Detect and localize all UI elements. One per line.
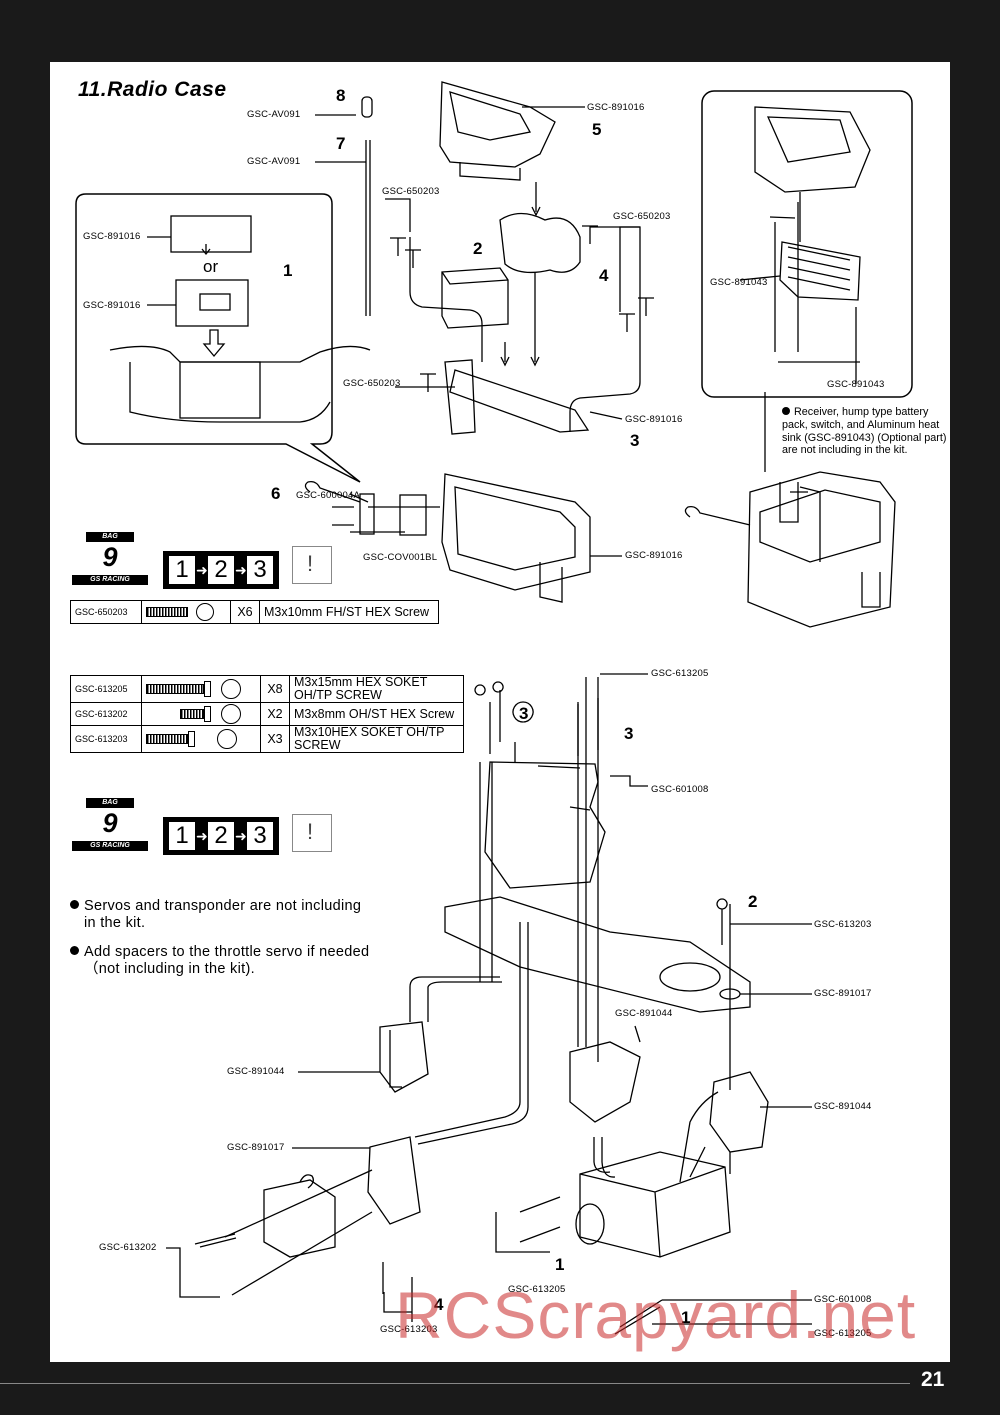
part-label: GSC-891017 xyxy=(814,988,872,999)
part-label: GSC-891043 xyxy=(710,277,768,288)
part-code: GSC-613202 xyxy=(70,702,142,726)
step-number: 1 xyxy=(681,1308,691,1327)
step-number: 6 xyxy=(271,484,281,503)
part-label: GSC-891016 xyxy=(625,414,683,425)
part-label: GSC-650203 xyxy=(382,186,440,197)
step-box: 3 xyxy=(247,556,273,584)
arrow-right-icon: ➜ xyxy=(196,562,208,578)
part-label: GSC-891043 xyxy=(827,379,885,390)
part-qty: X3 xyxy=(260,725,290,753)
part-code: GSC-650203 xyxy=(70,600,142,624)
step-number: 2 xyxy=(473,239,483,258)
part-label: GSC-891017 xyxy=(227,1142,285,1153)
bag-badge: BAG 9 GS RACING xyxy=(72,798,148,852)
step-box: 3 xyxy=(247,822,273,850)
bag-badge-number: 9 xyxy=(102,542,118,572)
part-label: GSC-600004A xyxy=(296,490,360,501)
note-right: Receiver, hump type battery pack, switch… xyxy=(782,406,947,457)
part-qty: X8 xyxy=(260,675,290,703)
part-label: GSC-613205 xyxy=(814,1328,872,1339)
step-number: 3 xyxy=(519,704,529,723)
part-qty: X2 xyxy=(260,702,290,726)
part-code: GSC-613203 xyxy=(70,725,142,753)
part-label: GSC-613203 xyxy=(380,1324,438,1335)
part-label: GSC-650203 xyxy=(613,211,671,222)
step-number: 4 xyxy=(434,1295,444,1314)
section-title: 11.Radio Case xyxy=(78,78,227,101)
step-number: 5 xyxy=(592,120,602,139)
part-desc: M3x8mm OH/ST HEX Screw xyxy=(289,702,464,726)
bag-badge-number: 9 xyxy=(102,808,118,838)
warning-icon: ! xyxy=(292,546,332,584)
step-number: 8 xyxy=(336,86,346,105)
bag-badge: BAG 9 GS RACING xyxy=(72,532,148,586)
step-box: 2 xyxy=(208,556,234,584)
step-number: 7 xyxy=(336,134,346,153)
step-number: 1 xyxy=(555,1255,565,1274)
watermark: RCScrapyard.net xyxy=(395,1278,917,1352)
parts-table-top: GSC-650203 X6 M3x10mm FH/ST HEX Screw xyxy=(70,600,439,624)
step-number: 2 xyxy=(748,892,758,911)
part-label: GSC-AV091 xyxy=(247,109,301,120)
part-label: GSC-891044 xyxy=(227,1066,285,1077)
step-box: 1 xyxy=(169,556,195,584)
part-qty: X6 xyxy=(230,600,260,624)
note-bottom: Servos and transponder are not including… xyxy=(70,898,369,978)
arrow-right-icon: ➜ xyxy=(196,828,208,844)
page-number: 21 xyxy=(921,1368,945,1391)
table-row: GSC-613202 X2 M3x8mm OH/ST HEX Screw xyxy=(70,702,464,726)
part-label: GSC-613202 xyxy=(99,1242,157,1253)
screw-icon xyxy=(141,725,261,753)
step-sequence: 1 ➜ 2 ➜ 3 xyxy=(163,551,279,589)
part-label: GSC-891044 xyxy=(615,1008,673,1019)
bullet-icon xyxy=(782,407,790,415)
screw-icon xyxy=(141,675,261,703)
step-sequence: 1 ➜ 2 ➜ 3 xyxy=(163,817,279,855)
part-label: GSC-891016 xyxy=(83,231,141,242)
part-label: GSC-AV091 xyxy=(247,156,301,167)
bullet-icon xyxy=(70,946,79,955)
part-label: GSC-891016 xyxy=(83,300,141,311)
screw-icon xyxy=(141,702,261,726)
part-label: GSC-COV001BL xyxy=(363,552,438,563)
footer-divider xyxy=(0,1383,910,1384)
part-label: GSC-613205 xyxy=(508,1284,566,1295)
part-desc: M3x10mm FH/ST HEX Screw xyxy=(259,600,439,624)
screw-icon xyxy=(141,600,231,624)
part-label: GSC-891044 xyxy=(814,1101,872,1112)
step-number: 1 xyxy=(283,261,293,280)
table-row: GSC-650203 X6 M3x10mm FH/ST HEX Screw xyxy=(70,600,439,624)
part-label: GSC-650203 xyxy=(343,378,401,389)
step-box: 2 xyxy=(208,822,234,850)
part-code: GSC-613205 xyxy=(70,675,142,703)
warning-icon: ! xyxy=(292,814,332,852)
arrow-right-icon: ➜ xyxy=(235,562,247,578)
bag-badge-bottom: GS RACING xyxy=(72,575,148,585)
or-text: or xyxy=(203,257,219,276)
part-label: GSC-613203 xyxy=(814,919,872,930)
part-label: GSC-601008 xyxy=(814,1294,872,1305)
part-label: GSC-891016 xyxy=(625,550,683,561)
step-number: 3 xyxy=(630,431,640,450)
part-label: GSC-891016 xyxy=(587,102,645,113)
step-box: 1 xyxy=(169,822,195,850)
step-number: 4 xyxy=(599,266,609,285)
bag-badge-top: BAG xyxy=(86,798,134,808)
assembly-illustration xyxy=(75,81,913,1335)
arrow-right-icon: ➜ xyxy=(235,828,247,844)
part-label: GSC-613205 xyxy=(651,668,709,679)
bag-badge-top: BAG xyxy=(86,532,134,542)
bullet-icon xyxy=(70,900,79,909)
part-label: GSC-601008 xyxy=(651,784,709,795)
step-number: 3 xyxy=(624,724,634,743)
bag-badge-bottom: GS RACING xyxy=(72,841,148,851)
manual-page: 11.Radio Case or GSC-AV091 GSC-AV091 GSC… xyxy=(50,62,950,1362)
